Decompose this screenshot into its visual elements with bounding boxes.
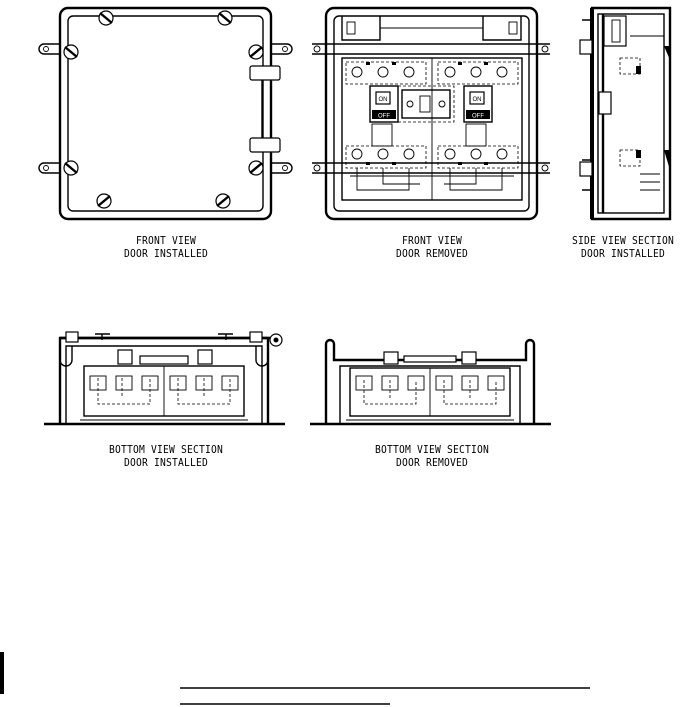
- caption-line2: DOOR INSTALLED: [123, 457, 209, 469]
- caption-line2: DOOR INSTALLED: [580, 248, 666, 260]
- caption-bottom-removed: BOTTOM VIEW SECTION DOOR REMOVED: [358, 444, 505, 470]
- door-latch: [217, 10, 233, 26]
- side-view-section: [579, 6, 672, 221]
- terminal-row-top: [345, 61, 519, 85]
- caption-front-removed: FRONT VIEW DOOR REMOVED: [368, 235, 497, 261]
- door-latch: [63, 160, 79, 176]
- door-hinge: [249, 65, 281, 153]
- door-latch: [215, 193, 231, 209]
- front-view-door-removed: ON OFF ON OFF: [312, 6, 550, 221]
- caption-side-section: SIDE VIEW SECTION DOOR INSTALLED: [567, 235, 679, 261]
- bottom-view-door-removed: [310, 338, 551, 426]
- caption-line1: BOTTOM VIEW SECTION: [374, 444, 489, 456]
- door-latch: [63, 44, 79, 60]
- bottom-view-door-installed: [44, 331, 285, 426]
- margin-bar: [0, 652, 4, 694]
- front-view-door-installed: [38, 6, 293, 221]
- mounting-ear: [38, 43, 60, 55]
- caption-line2: DOOR REMOVED: [395, 457, 468, 469]
- breaker-left-on-label: ON: [379, 97, 388, 103]
- door-latch: [96, 193, 112, 209]
- caption-line1: BOTTOM VIEW SECTION: [108, 444, 223, 456]
- caption-line1: FRONT VIEW: [401, 235, 463, 247]
- door-latch: [248, 44, 264, 60]
- breaker-right-on-label: ON: [473, 97, 482, 103]
- caption-line1: FRONT VIEW: [135, 235, 197, 247]
- breaker-left-off-label: OFF: [378, 114, 390, 120]
- circuit-breaker-right: ON OFF: [463, 85, 493, 123]
- door-latch: [248, 160, 264, 176]
- caption-bottom-installed: BOTTOM VIEW SECTION DOOR INSTALLED: [92, 444, 239, 470]
- mounting-ear: [271, 43, 293, 55]
- mounting-ear: [271, 162, 293, 174]
- breaker-right-off-label: OFF: [472, 114, 484, 120]
- circuit-breaker-left: ON OFF: [369, 85, 399, 123]
- caption-front-installed: FRONT VIEW DOOR INSTALLED: [102, 235, 231, 261]
- door-latch: [98, 10, 114, 26]
- caption-line2: DOOR REMOVED: [395, 248, 468, 260]
- caption-line1: SIDE VIEW SECTION: [571, 235, 675, 247]
- caption-line2: DOOR INSTALLED: [123, 248, 209, 260]
- mounting-ear: [38, 162, 60, 174]
- terminal-row-bottom: [345, 145, 519, 169]
- terminal-block-center: [397, 85, 455, 123]
